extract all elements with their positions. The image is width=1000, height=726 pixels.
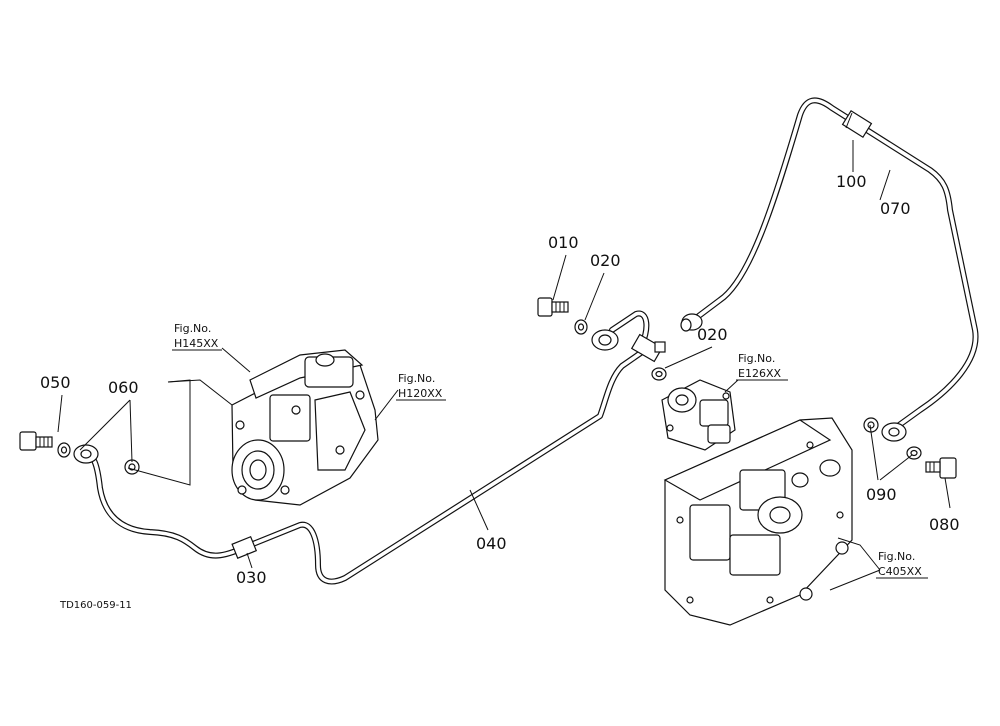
label-020-lower: 020 [697, 325, 728, 344]
bolt-080[interactable] [925, 457, 957, 479]
label-060: 060 [108, 378, 139, 397]
eye-fitting-tee[interactable] [591, 329, 619, 351]
washer-060-a[interactable] [57, 442, 71, 458]
washer-020-lower[interactable] [651, 367, 667, 381]
label-030: 030 [236, 568, 267, 587]
ref-h145xx[interactable]: Fig.No. H145XX [172, 322, 222, 351]
control-housing-assembly[interactable] [663, 417, 853, 626]
label-020-upper: 020 [590, 251, 621, 270]
ref-h145xx-line2: H145XX [174, 337, 219, 350]
ref-h120xx-line1: Fig.No. [398, 372, 435, 385]
label-070: 070 [880, 199, 911, 218]
nut-fitting-070-end[interactable] [680, 313, 703, 332]
clamp-030[interactable] [231, 535, 258, 559]
control-valve-assembly[interactable] [661, 379, 736, 451]
bolt-050[interactable] [19, 431, 53, 451]
pipe-040[interactable] [75, 347, 648, 585]
eye-fitting-070-end[interactable] [881, 422, 907, 442]
label-010: 010 [548, 233, 579, 252]
ref-c405xx-line2: C405XX [878, 565, 922, 578]
drawing-code: TD160-059-11 [59, 600, 132, 611]
ref-h120xx[interactable]: Fig.No. H120XX [396, 372, 446, 401]
label-090: 090 [866, 485, 897, 504]
label-100: 100 [836, 172, 867, 191]
ref-h145xx-line1: Fig.No. [174, 322, 211, 335]
ref-e126xx-line2: E126XX [738, 367, 781, 380]
washer-060-b[interactable] [124, 459, 140, 475]
tee-fitting[interactable] [630, 333, 666, 363]
washer-090-b[interactable] [906, 446, 922, 460]
sleeve-100[interactable] [841, 110, 873, 138]
ref-e126xx-line1: Fig.No. [738, 352, 775, 365]
ref-h120xx-line2: H120XX [398, 387, 443, 400]
ref-c405xx[interactable]: Fig.No. C405XX [876, 550, 928, 579]
washer-020-upper[interactable] [574, 319, 588, 335]
eye-fitting-040-end[interactable] [73, 444, 99, 464]
ref-e126xx[interactable]: Fig.No. E126XX [736, 352, 788, 381]
pipe-070[interactable] [685, 97, 979, 431]
label-040: 040 [476, 534, 507, 553]
leader-lines [57, 140, 951, 591]
label-080: 080 [929, 515, 960, 534]
ref-c405xx-line1: Fig.No. [878, 550, 915, 563]
label-050: 050 [40, 373, 71, 392]
bolt-010[interactable] [537, 297, 569, 317]
hydraulic-pump-assembly[interactable] [231, 349, 379, 506]
